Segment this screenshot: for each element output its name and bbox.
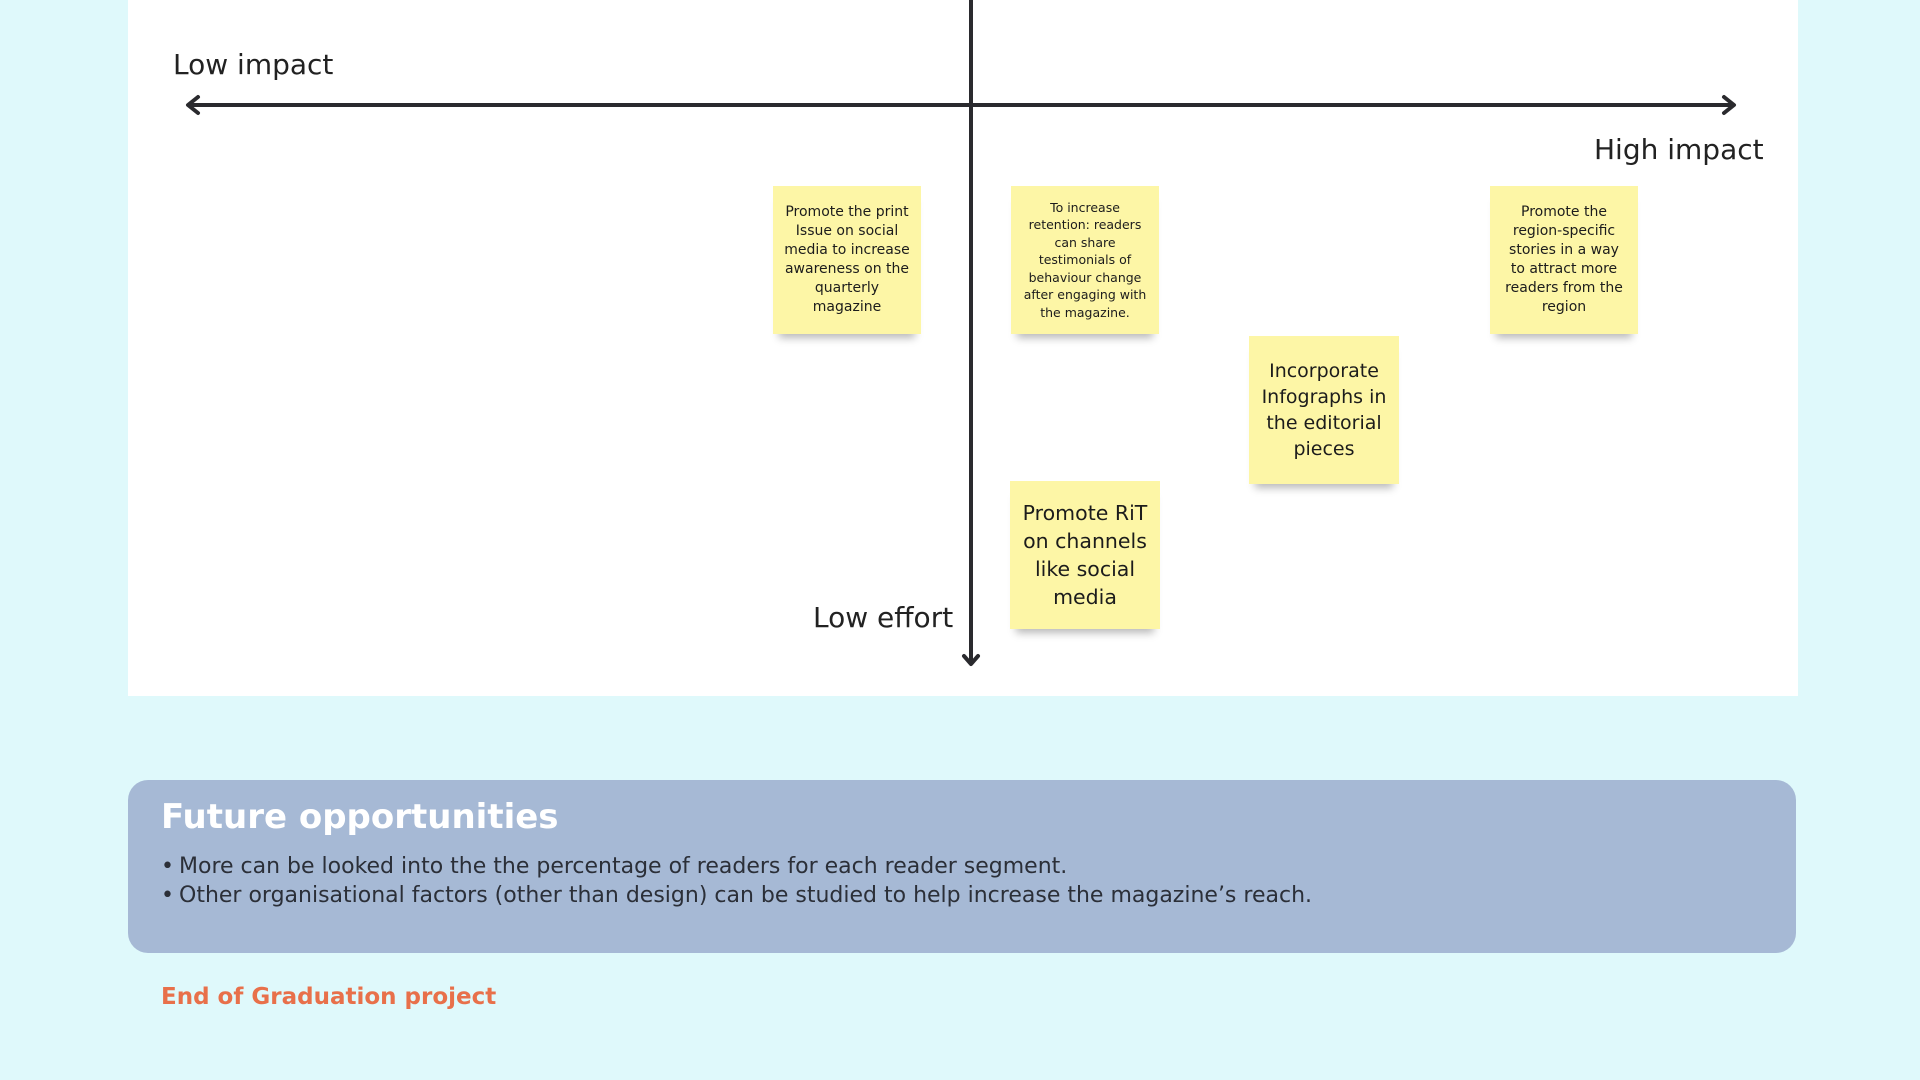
list-item: • Other organisational factors (other th… [161, 881, 1763, 910]
bullet-icon: • [161, 883, 174, 909]
sticky-note-text: To increase retention: readers can share… [1023, 199, 1147, 320]
low-impact-label: Low impact [173, 48, 334, 81]
matrix-axes [186, 0, 1736, 666]
list-item: • More can be looked into the the percen… [161, 852, 1763, 881]
low-effort-label: Low effort [813, 601, 954, 634]
sticky-note-text: Incorporate Infographs in the editorial … [1261, 360, 1387, 460]
high-impact-label: High impact [1594, 133, 1764, 166]
end-of-project-label: End of Graduation project [161, 984, 497, 1010]
future-opportunities-card: Future opportunities • More can be looke… [128, 780, 1796, 953]
sticky-note-infographs[interactable]: Incorporate Infographs in the editorial … [1249, 336, 1399, 484]
future-opportunities-list: • More can be looked into the the percen… [161, 852, 1763, 910]
list-item-text: Other organisational factors (other than… [179, 883, 1312, 909]
sticky-note-text: Promote the region-specific stories in a… [1505, 204, 1623, 315]
sticky-note-text: Promote RiT on channels like social medi… [1022, 501, 1148, 609]
effort-axis-arrow-down [962, 654, 980, 666]
sticky-note-region-specific-stories[interactable]: Promote the region-specific stories in a… [1490, 186, 1638, 334]
sticky-note-promote-rit[interactable]: Promote RiT on channels like social medi… [1010, 481, 1160, 629]
sticky-note-retention-testimonials[interactable]: To increase retention: readers can share… [1011, 186, 1159, 334]
sticky-note-text: Promote the print Issue on social media … [784, 204, 910, 315]
future-opportunities-title: Future opportunities [161, 797, 559, 837]
bullet-icon: • [161, 854, 174, 880]
list-item-text: More can be looked into the the percenta… [179, 854, 1068, 880]
impact-effort-board: Low impact High impact Low effort Promot… [128, 0, 1798, 696]
impact-axis-arrow-left [186, 95, 200, 115]
impact-axis-arrow-right [1722, 95, 1736, 115]
sticky-note-promote-print-issue[interactable]: Promote the print Issue on social media … [773, 186, 921, 334]
